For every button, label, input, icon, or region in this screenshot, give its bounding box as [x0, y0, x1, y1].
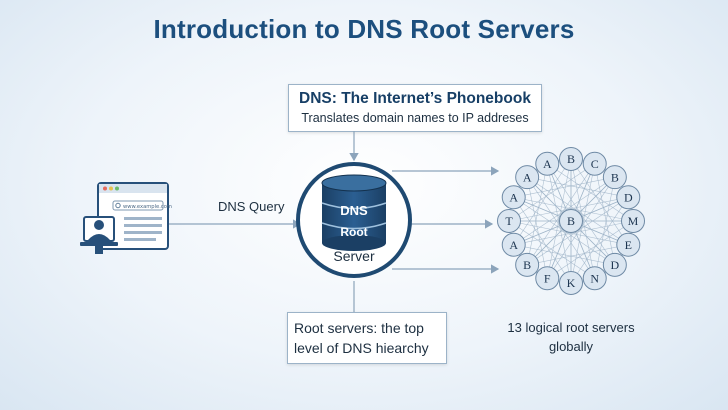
root-server-node-circle	[501, 185, 526, 210]
root-server-node-label: A	[543, 157, 552, 171]
client-browser-icon: www.example.com	[97, 182, 172, 250]
root-server-node-circle	[515, 165, 540, 190]
root-description-line1: Root servers: the top	[294, 320, 424, 336]
network-link	[513, 196, 634, 222]
root-server-node-label: A	[509, 238, 518, 252]
root-server-node-label: C	[591, 157, 599, 171]
network-link	[547, 176, 616, 279]
network-link	[570, 158, 596, 279]
root-server-node-circle	[497, 209, 521, 233]
network-link	[546, 158, 572, 279]
root-server-center-node-circle	[559, 209, 583, 233]
root-servers-description: Root servers: the top level of DNS hiear…	[287, 312, 447, 364]
server-label: Server	[333, 248, 375, 264]
db-label-bottom: Root	[340, 225, 367, 239]
network-link	[513, 176, 616, 245]
root-server-node-label: E	[625, 238, 632, 252]
root-server-node-circle	[621, 209, 645, 233]
root-server-node-circle	[616, 185, 641, 210]
root-server-node-label: F	[544, 271, 551, 285]
network-link	[526, 197, 629, 266]
root-server-node-label: A	[523, 170, 532, 184]
network-link	[513, 220, 634, 246]
root-server-center-node-label: B	[567, 214, 575, 228]
root-server-node-circle	[602, 165, 627, 190]
network-caption-line1: 13 logical root servers	[507, 320, 635, 335]
root-server-node-circle	[582, 151, 607, 176]
root-server-node-label: D	[624, 190, 633, 204]
network-link	[527, 176, 629, 198]
root-server-node-label: N	[590, 271, 599, 285]
network-caption: 13 logical root servers globally	[486, 318, 656, 356]
root-server-node-circle	[535, 151, 560, 176]
network-caption-line2: globally	[548, 339, 594, 354]
network-link	[547, 163, 616, 266]
root-server-node-label: M	[628, 214, 639, 228]
network-link	[570, 163, 596, 284]
root-server-node-circle	[559, 271, 583, 295]
db-label-top: DNS	[340, 203, 368, 218]
network-link	[508, 163, 595, 222]
root-server-node-label: B	[523, 258, 531, 272]
phonebook-heading: DNS: The Internet’s Phonebook	[299, 90, 531, 107]
root-server-node-circle	[582, 266, 607, 291]
database-icon: DNS Root	[321, 174, 387, 251]
root-server-node-label: A	[509, 190, 518, 204]
network-link	[526, 163, 595, 266]
root-server-node-label: B	[567, 152, 575, 166]
network-link	[526, 176, 595, 279]
root-server-node-circle	[602, 252, 627, 277]
root-server-node-circle	[535, 266, 560, 291]
dns-query-label: DNS Query	[218, 199, 285, 214]
root-server-node-circle	[616, 232, 641, 257]
network-link	[513, 197, 616, 266]
phonebook-subtext: Translates domain names to IP addreses	[301, 111, 529, 125]
network-link	[546, 163, 572, 284]
root-server-node-circle	[501, 232, 526, 257]
root-server-node-label: T	[505, 214, 513, 228]
browser-url-text: www.example.com	[123, 204, 172, 210]
user-icon	[80, 216, 118, 254]
phonebook-callout: DNS: The Internet’s Phonebook Translates…	[288, 84, 542, 132]
network-link	[508, 220, 629, 246]
root-server-node-label: K	[567, 276, 576, 290]
network-link	[513, 176, 615, 198]
network-link	[508, 196, 629, 222]
root-server-node-circle	[559, 147, 583, 171]
root-server-node-label: D	[611, 258, 620, 272]
network-link	[547, 163, 634, 222]
page-title: Introduction to DNS Root Servers	[153, 14, 575, 44]
root-server-node-label: B	[611, 170, 619, 184]
network-link	[526, 176, 629, 245]
root-server-node-circle	[515, 252, 540, 277]
root-description-line2: level of DNS hiearchy	[294, 340, 429, 356]
